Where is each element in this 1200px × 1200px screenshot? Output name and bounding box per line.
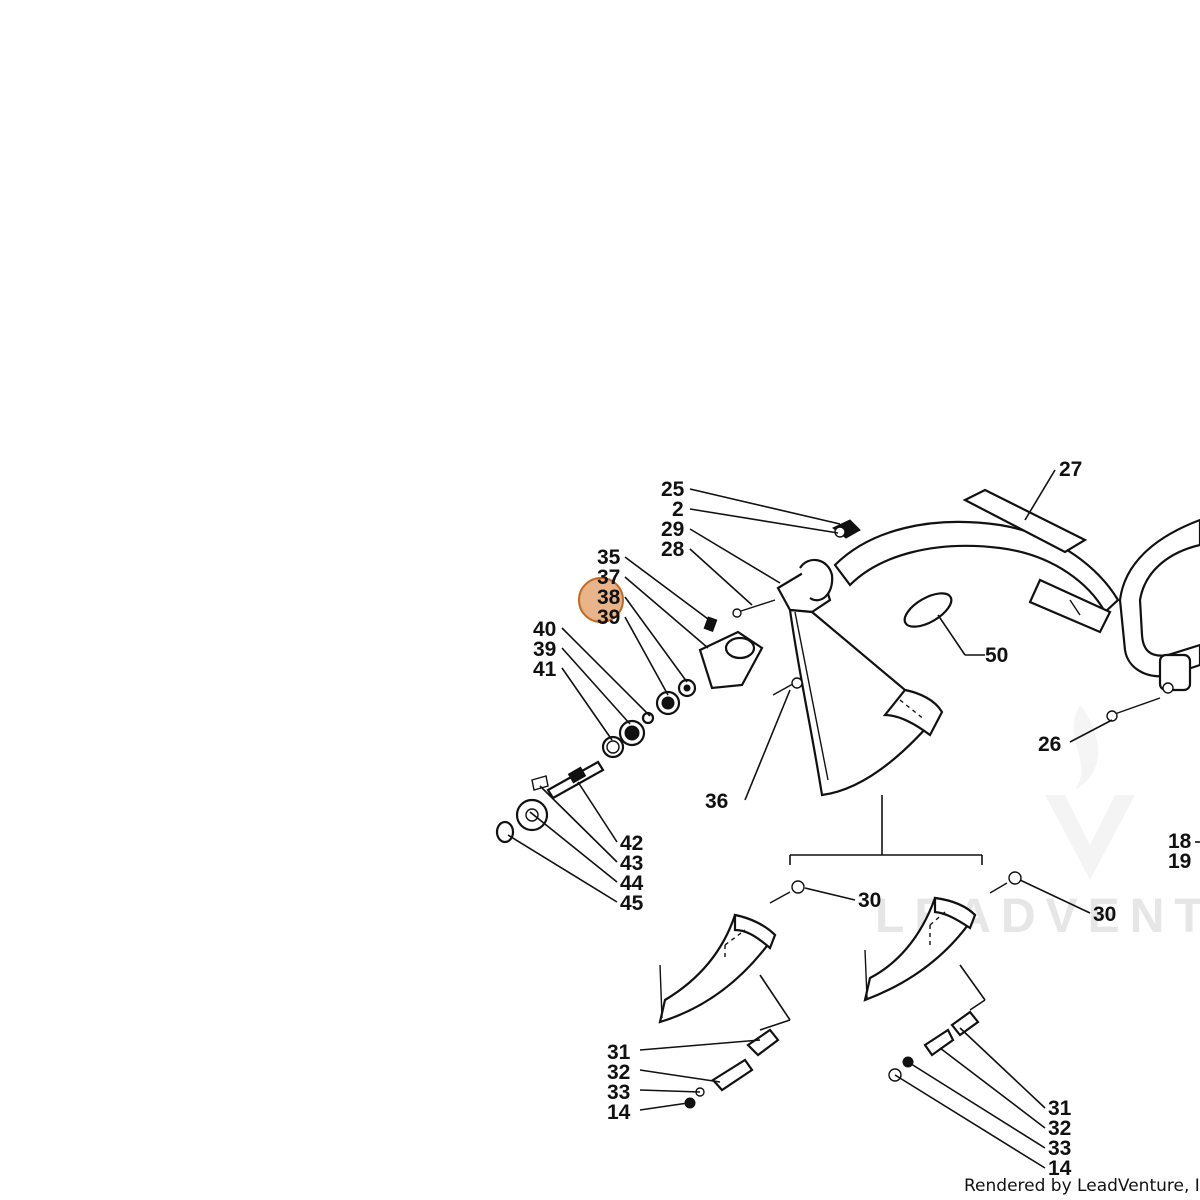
callout-41[interactable]: 41 — [533, 658, 557, 681]
callout-45[interactable]: 45 — [620, 892, 644, 915]
callout-44[interactable]: 44 — [620, 872, 644, 895]
handlebar-drawing — [833, 488, 1200, 722]
lower-blade-left-drawing — [658, 795, 983, 1109]
guard-drawing — [732, 519, 944, 797]
callout-32-right[interactable]: 32 — [1048, 1117, 1071, 1140]
callout-28[interactable]: 28 — [661, 538, 685, 561]
callout-31-left[interactable]: 31 — [607, 1041, 631, 1064]
callout-18[interactable]: 18 — [1168, 830, 1192, 853]
callout-25[interactable]: 25 — [661, 478, 685, 501]
callout-39-upper[interactable]: 39 — [597, 606, 620, 629]
callout-19[interactable]: 19 — [1168, 850, 1191, 873]
callout-43[interactable]: 43 — [620, 852, 643, 875]
callout-35[interactable]: 35 — [597, 546, 621, 569]
callout-30-left[interactable]: 30 — [858, 889, 881, 912]
callout-33-left[interactable]: 33 — [607, 1081, 630, 1104]
callout-27[interactable]: 27 — [1059, 458, 1082, 481]
callout-50[interactable]: 50 — [985, 644, 1008, 667]
callout-33-right[interactable]: 33 — [1048, 1137, 1071, 1160]
callout-labels: 25 2 29 28 27 35 37 38 39 40 39 41 42 43… — [533, 458, 1192, 1180]
watermark-logo — [1045, 705, 1135, 880]
callout-38[interactable]: 38 — [597, 586, 621, 609]
callout-2[interactable]: 2 — [672, 498, 684, 521]
callout-36[interactable]: 36 — [705, 790, 728, 813]
callout-26[interactable]: 26 — [1038, 733, 1061, 756]
callout-42[interactable]: 42 — [620, 832, 643, 855]
callout-40[interactable]: 40 — [533, 618, 556, 641]
callout-29[interactable]: 29 — [661, 518, 684, 541]
render-credit: Rendered by LeadVenture, In — [964, 1176, 1200, 1196]
highlight-marker[interactable] — [578, 577, 624, 623]
callout-14-left[interactable]: 14 — [607, 1101, 631, 1124]
lower-blade-right-drawing — [769, 871, 1022, 1082]
callout-31-right[interactable]: 31 — [1048, 1097, 1072, 1120]
callout-37[interactable]: 37 — [597, 566, 620, 589]
callout-32-left[interactable]: 32 — [607, 1061, 630, 1084]
callout-30-right[interactable]: 30 — [1093, 903, 1116, 926]
leader-lines — [507, 469, 1200, 1169]
callout-39-lower[interactable]: 39 — [533, 638, 556, 661]
callout-14-right[interactable]: 14 — [1048, 1157, 1072, 1180]
